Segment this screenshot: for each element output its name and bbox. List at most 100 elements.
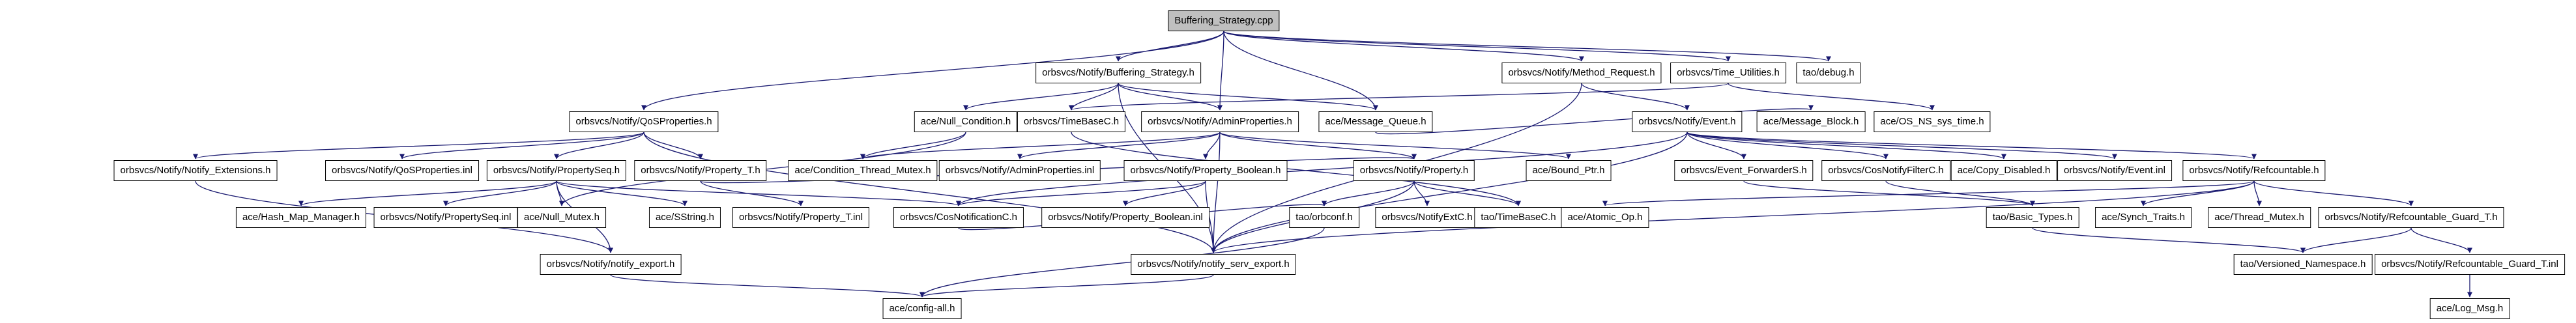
include-edge xyxy=(2410,227,2472,253)
include-edge xyxy=(2032,227,2306,253)
include-edge xyxy=(2141,180,2255,206)
include-edge xyxy=(1219,132,1571,160)
graph-node[interactable]: ace/Atomic_Op.h xyxy=(1561,207,1649,228)
include-edge xyxy=(1223,31,1831,62)
graph-node[interactable]: ace/Message_Block.h xyxy=(1756,111,1866,132)
graph-node[interactable]: tao/Basic_Types.h xyxy=(1986,207,2079,228)
graph-node[interactable]: orbsvcs/Notify/Event.inl xyxy=(2057,160,2172,181)
graph-node[interactable]: ace/OS_NS_sys_time.h xyxy=(1874,111,1991,132)
include-edge xyxy=(1728,83,1935,111)
graph-node[interactable]: orbsvcs/Notify/Property_Boolean.inl xyxy=(1041,207,1209,228)
graph-node[interactable]: ace/Synch_Traits.h xyxy=(2095,207,2192,228)
include-edge xyxy=(1203,132,1221,160)
include-edge xyxy=(1071,132,1521,206)
include-edge xyxy=(643,132,1216,253)
graph-node[interactable]: Buffering_Strategy.cpp xyxy=(1168,10,1280,31)
include-edge xyxy=(956,132,1688,206)
graph-node[interactable]: tao/orbconf.h xyxy=(1289,207,1359,228)
include-edge xyxy=(1223,31,1378,111)
graph-node[interactable]: ace/config-all.h xyxy=(882,298,962,319)
graph-node[interactable]: ace/Bound_Ptr.h xyxy=(1526,160,1612,181)
graph-node[interactable]: orbsvcs/Event_ForwarderS.h xyxy=(1674,160,1814,181)
include-edge xyxy=(1017,132,1221,160)
graph-node[interactable]: orbsvcs/Notify/Property.h xyxy=(1353,160,1475,181)
graph-node[interactable]: orbsvcs/Notify/Property_T.inl xyxy=(732,207,870,228)
graph-node[interactable]: ace/Null_Condition.h xyxy=(914,111,1018,132)
include-edge xyxy=(1116,31,1224,62)
graph-node[interactable]: orbsvcs/Notify/Property_T.h xyxy=(634,160,767,181)
include-edge xyxy=(1118,83,1378,111)
graph-node[interactable]: orbsvcs/Notify/PropertySeq.inl xyxy=(373,207,518,228)
graph-node[interactable]: orbsvcs/Notify/Buffering_Strategy.h xyxy=(1035,63,1201,83)
graph-node[interactable]: orbsvcs/CosNotifyFilterC.h xyxy=(1821,160,1950,181)
include-edge xyxy=(1211,180,2255,253)
include-edge xyxy=(963,83,1119,111)
graph-node[interactable]: orbsvcs/NotifyExtC.h xyxy=(1375,207,1479,228)
graph-node[interactable]: orbsvcs/Notify/Property_Boolean.h xyxy=(1123,160,1288,181)
include-edge xyxy=(298,180,557,206)
include-edge xyxy=(1602,180,2255,206)
include-edge xyxy=(2253,180,2262,206)
graph-node[interactable]: orbsvcs/Notify/Notify_Extensions.h xyxy=(113,160,278,181)
graph-node[interactable]: orbsvcs/Time_Utilities.h xyxy=(1670,63,1786,83)
graph-node[interactable]: orbsvcs/Notify/QoSProperties.inl xyxy=(325,160,479,181)
include-edge xyxy=(1686,132,2117,160)
include-edge xyxy=(1211,132,1221,253)
include-edge xyxy=(1686,132,1889,160)
include-edge xyxy=(1686,132,1746,160)
graph-node[interactable]: orbsvcs/Notify/Refcountable.h xyxy=(2182,160,2326,181)
graph-node[interactable]: orbsvcs/TimeBaseC.h xyxy=(1017,111,1126,132)
include-edge xyxy=(1686,132,2006,160)
include-edge xyxy=(1413,180,1430,206)
graph-node[interactable]: orbsvcs/Notify/notify_serv_export.h xyxy=(1131,254,1296,275)
graph-node[interactable]: orbsvcs/Notify/Refcountable_Guard_T.h xyxy=(2318,207,2504,228)
graph-node[interactable]: tao/Versioned_Namespace.h xyxy=(2233,254,2373,275)
graph-node[interactable]: ace/Hash_Map_Manager.h xyxy=(235,207,367,228)
graph-node[interactable]: ace/Log_Msg.h xyxy=(2429,298,2510,319)
include-edge xyxy=(399,132,644,160)
include-edge xyxy=(1205,180,1216,253)
graph-node[interactable]: orbsvcs/CosNotificationC.h xyxy=(893,207,1024,228)
graph-node[interactable]: ace/Thread_Mutex.h xyxy=(2208,207,2311,228)
include-edge xyxy=(919,227,1325,298)
include-edge xyxy=(1123,180,1206,206)
graph-node[interactable]: ace/Null_Mutex.h xyxy=(517,207,606,228)
include-edge xyxy=(1223,31,1731,62)
graph-node[interactable]: orbsvcs/Notify/Method_Request.h xyxy=(1501,63,1662,83)
include-edge xyxy=(700,180,803,206)
include-edge xyxy=(956,180,1206,206)
include-edge xyxy=(1322,180,1415,206)
graph-node[interactable]: orbsvcs/Notify/notify_export.h xyxy=(540,254,682,275)
graph-node[interactable]: ace/Message_Queue.h xyxy=(1318,111,1433,132)
include-edge xyxy=(641,31,1224,111)
graph-node[interactable]: ace/SString.h xyxy=(648,207,721,228)
graph-node[interactable]: orbsvcs/Notify/Event.h xyxy=(1632,111,1743,132)
include-edge xyxy=(1581,83,1690,111)
include-edge xyxy=(919,274,1214,298)
graph-node[interactable]: ace/Copy_Disabled.h xyxy=(1950,160,2057,181)
include-edge xyxy=(2253,180,2414,206)
graph-node[interactable]: tao/debug.h xyxy=(1796,63,1861,83)
include-edge xyxy=(1219,132,1417,160)
include-edge xyxy=(1413,180,1521,206)
graph-node[interactable]: orbsvcs/Notify/AdminProperties.inl xyxy=(938,160,1101,181)
graph-node[interactable]: ace/Condition_Thread_Mutex.h xyxy=(788,160,938,181)
include-edge xyxy=(554,132,644,160)
include-edge xyxy=(1885,180,2035,206)
include-edge xyxy=(860,132,1221,160)
include-edge xyxy=(556,180,564,206)
graph-node[interactable]: orbsvcs/Notify/PropertySeq.h xyxy=(486,160,627,181)
include-edge xyxy=(1211,132,1688,253)
graph-node[interactable]: orbsvcs/Notify/QoSProperties.h xyxy=(569,111,719,132)
include-edge xyxy=(860,132,966,160)
include-edge xyxy=(193,132,644,160)
include-edge xyxy=(1118,83,1223,111)
graph-node[interactable]: orbsvcs/Notify/Refcountable_Guard_T.inl xyxy=(2375,254,2565,275)
include-edge xyxy=(1375,105,1814,135)
include-edge xyxy=(1069,83,1729,111)
include-edge xyxy=(556,180,687,206)
graph-node[interactable]: tao/TimeBaseC.h xyxy=(1474,207,1563,228)
include-edge xyxy=(643,132,703,160)
graph-node[interactable]: orbsvcs/Notify/AdminProperties.h xyxy=(1141,111,1299,132)
